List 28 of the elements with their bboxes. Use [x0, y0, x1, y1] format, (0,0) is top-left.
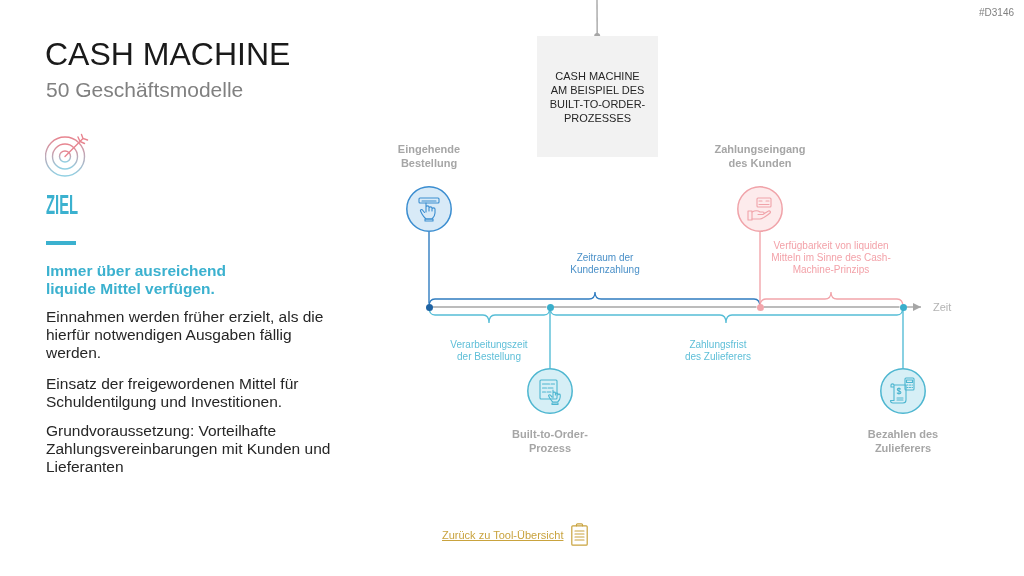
connector-line: [762, 306, 901, 308]
back-link: Zurück zu Tool-Übersicht: [442, 528, 564, 542]
page-title: CASH MACHINE: [45, 37, 291, 71]
milestone-title: Bezahlen des Zulieferers: [866, 428, 940, 455]
connector-line: [428, 231, 430, 305]
milestone-title: Zahlungseingang des Kunden: [713, 143, 807, 170]
brace-label: Zeitraum der Kundenzahlung: [569, 252, 641, 276]
page-id: #D3146: [979, 7, 1015, 19]
connector-line: [902, 309, 904, 369]
axis-label: Zeit: [933, 300, 952, 314]
brace-label: Zahlungsfrist des Zulieferers: [683, 339, 753, 363]
connector-line: [549, 309, 551, 369]
connector-line: [759, 231, 761, 305]
milestone-title: Built-to-Order-Prozess: [511, 428, 589, 455]
goal-statement: Immer über ausreichend liquide Mittel verfügen.: [46, 262, 228, 298]
info-panel: [537, 36, 658, 157]
section-heading: ZIEL: [46, 192, 79, 219]
subtitle: 50 Geschäftsmodelle: [46, 78, 244, 102]
connector-line: [905, 303, 922, 311]
milestone-title: Eingehende Bestellung: [396, 143, 462, 170]
brace-label: Verfügbarkeit von liquiden Mitteln im Sinne des Cash-Machine-Prinzips: [770, 240, 892, 276]
connector-line: [552, 306, 758, 308]
body-text: Einsatz der freigewordenen Mittel für Schuldentilgung und Investitionen.: [46, 375, 300, 411]
brace-label: Verarbeitungszeit der Bestellung: [449, 339, 529, 363]
body-text: Grundvoraussetzung: Vorteilhafte Zahlungsvereinbarungen mit Kunden und Lieferanten: [46, 422, 332, 476]
connector-line: [431, 306, 548, 308]
process-title: CASH MACHINE AM BEISPIEL DES BUILT-TO-ORDER-PROZESSES: [548, 68, 647, 125]
body-text: Einnahmen werden früher erzielt, als die hierfür notwendigen Ausgaben fällig werden.: [46, 308, 325, 362]
